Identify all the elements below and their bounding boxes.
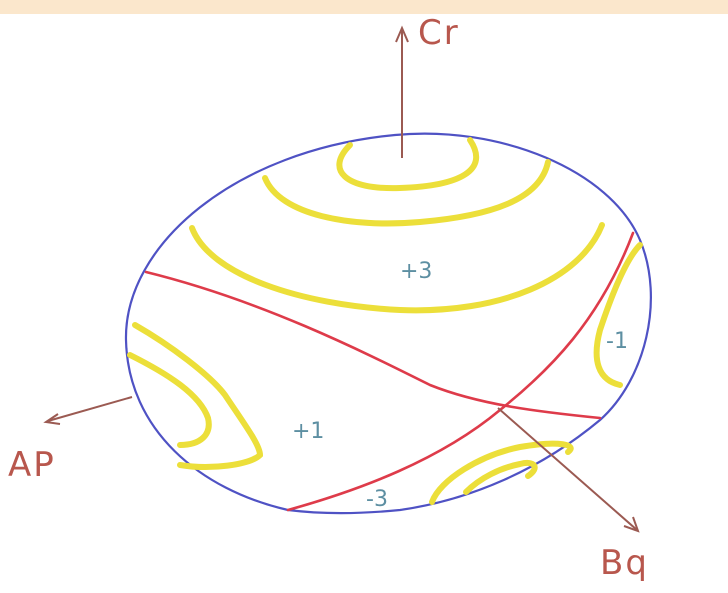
ap-axis-label: AP [8,445,56,485]
contour-line-8 [463,460,538,495]
contour-line-1 [336,137,479,192]
contour-line-2 [262,159,551,227]
contour-line-7 [429,440,574,505]
bq-axis-label: Bq [600,543,649,583]
contour-line-5 [127,352,212,448]
region-label-plus3: +3 [400,259,432,284]
cr-axis-arrowhead [395,25,409,43]
region-label-minus3: -3 [366,487,388,512]
contour-line-6 [593,242,643,388]
zero-line-horizontal [144,270,602,420]
region-label-plus1: +1 [292,419,324,444]
ap-axis-arrowhead [43,413,61,425]
bq-axis-arrowhead [623,516,640,533]
contour-line-3 [189,222,605,314]
sphere-outline [124,132,652,515]
region-label-minus1: -1 [606,329,628,354]
ap-axis-line [47,396,133,422]
top-strip [0,0,728,14]
cr-axis-label: Cr [418,13,460,53]
contour-line-4 [132,322,264,470]
bq-axis-line [497,407,638,531]
